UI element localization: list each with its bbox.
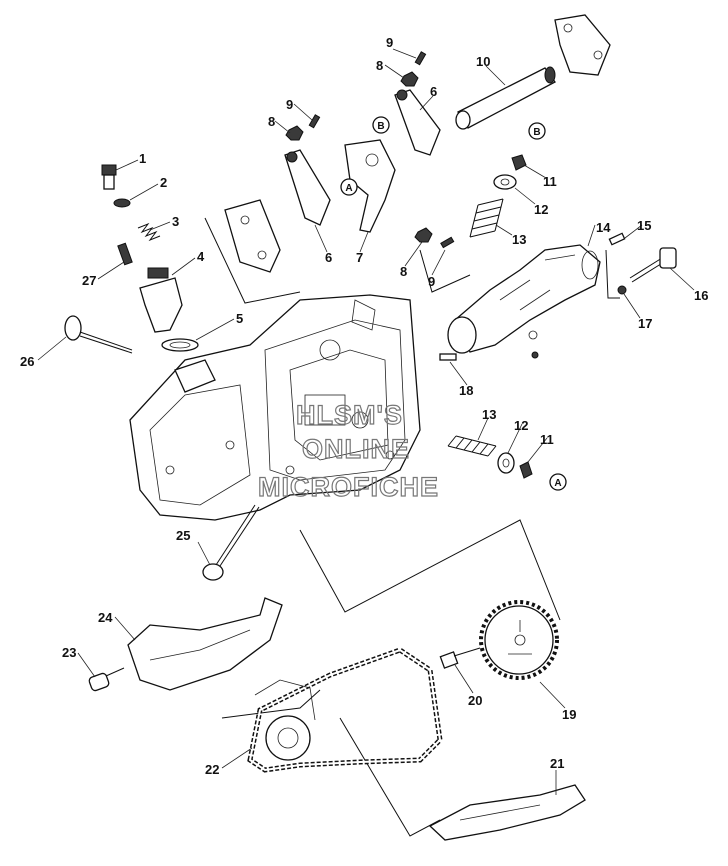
svg-text:A: A [554,478,561,489]
watermark-line-2: ONLINE [302,434,410,464]
watermark: HLSM'S ONLINE MICROFICHE [257,399,439,502]
ref-marker-a-bottom: A [549,473,567,491]
part-18-pin [439,353,457,361]
reference-markers: B B A A [340,116,567,491]
callout-2: 2 [160,175,167,190]
callout-9-top: 9 [386,35,393,50]
callout-12-low: 12 [514,418,528,433]
part-1-bolt [101,164,117,190]
leader-lines [37,48,695,795]
callout-6-top: 6 [430,84,437,99]
part-20-sprocket-bolt [439,647,481,669]
callout-25: 25 [176,528,190,543]
callout-22: 22 [205,762,219,777]
callout-5: 5 [236,311,243,326]
ref-marker-a-top: A [340,178,358,196]
callout-21: 21 [550,756,564,771]
part-19-cam-sprocket [479,600,559,680]
part-23-bolt [88,667,125,692]
part-6-rocker-arm-upper [394,89,441,156]
part-8-nut-b [285,125,304,141]
part-5-gasket [161,338,199,352]
part-25-exhaust-valve [202,504,260,581]
part-27-bolt [117,242,133,266]
part-17-washer [617,285,627,295]
rocker-bracket-right [554,14,611,76]
callout-16: 16 [694,288,708,303]
callout-14: 14 [596,220,611,235]
part-21-chain-guide [428,784,586,841]
callout-labels: 1 2 3 27 4 5 26 25 24 23 22 20 19 21 9 8… [20,35,708,777]
part-2-washer [113,198,131,208]
part-24-chain-guide [127,597,283,691]
ref-marker-b-left: B [372,116,390,134]
part-10-rocker-shaft [455,66,556,130]
crank-sprocket [254,679,316,761]
callout-20: 20 [468,693,482,708]
part-9-screw-a [414,51,427,66]
callout-8-low: 8 [400,264,407,279]
callout-19: 19 [562,707,576,722]
svg-text:B: B [377,121,384,132]
part-8-nut-a [400,71,419,87]
callout-18: 18 [459,383,473,398]
callout-6-left: 6 [325,250,332,265]
part-22-timing-chain [247,647,443,773]
callout-9-mid: 9 [286,97,293,112]
callout-8-top: 8 [376,58,383,73]
callout-9-low: 9 [428,274,435,289]
part-13-valve-spring-upper [469,198,504,238]
callout-27: 27 [82,273,96,288]
part-6-rocker-arm-left [284,149,331,226]
callout-10: 10 [476,54,490,69]
assembly-lines [204,217,620,837]
callout-23: 23 [62,645,76,660]
cylinder-head [129,294,421,521]
svg-text:A: A [345,183,352,194]
callout-4: 4 [197,249,205,264]
callout-1: 1 [139,151,146,166]
part-12-retainer-lower [497,452,515,474]
callout-13-low: 13 [482,407,496,422]
callout-24: 24 [98,610,113,625]
part-14-camshaft [447,244,601,359]
part-9-screw-b [308,114,321,129]
part-13-valve-spring-lower [447,435,497,457]
part-4-tensioner [139,267,183,333]
callout-3: 3 [172,214,179,229]
callout-13-top: 13 [512,232,526,247]
callout-11-top: 11 [543,174,557,189]
part-9-screw-c [440,236,455,249]
callout-8-mid: 8 [268,114,275,129]
part-8-nut-c [414,227,433,243]
part-11-keeper-upper [511,154,527,171]
callout-26: 26 [20,354,34,369]
callout-12-top: 12 [534,202,548,217]
callout-7: 7 [356,250,363,265]
part-15-dowel-pin [608,232,626,246]
ref-marker-b-right: B [528,122,546,140]
part-26-intake-valve [64,315,133,354]
callout-11-low: 11 [540,432,554,447]
watermark-line-1: HLSM'S [296,400,403,430]
watermark-line-3: MICROFICHE [258,472,439,502]
callout-15: 15 [637,218,651,233]
part-16-cam-bolt [629,247,677,283]
rocker-bracket-left [224,199,281,273]
part-12-retainer-upper [493,174,517,190]
part-3-spring [137,222,161,242]
part-11-keeper-lower [519,461,533,479]
callout-17: 17 [638,316,652,331]
svg-text:B: B [533,127,540,138]
